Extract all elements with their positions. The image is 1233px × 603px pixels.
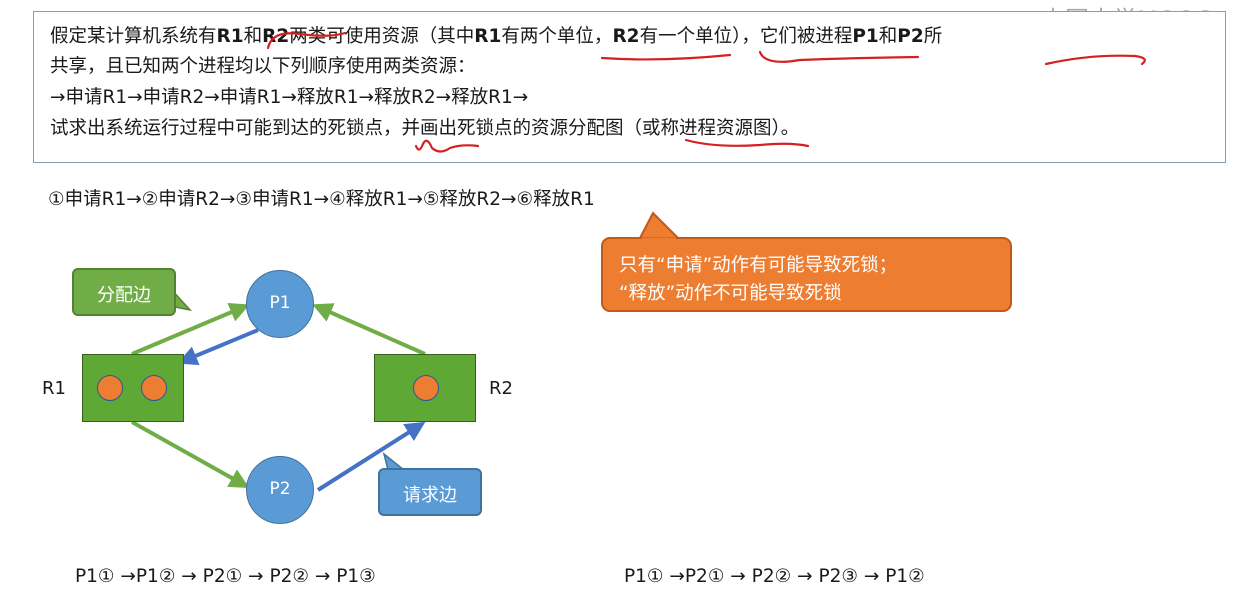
process-p1-label: P1 xyxy=(269,293,291,313)
underline-r1-two-units xyxy=(600,53,732,61)
text-seg: R2 xyxy=(612,26,640,47)
step-sequence: ①申请R1→②申请R2→③申请R1→④释放R1→⑤释放R2→⑥释放R1 xyxy=(48,189,595,210)
text-seg: 两类可使用资源（其中 xyxy=(289,26,475,47)
edge-r1-to-p2 xyxy=(131,420,250,488)
callout-tail xyxy=(638,211,681,239)
resource-unit xyxy=(97,375,123,401)
text-seg: 假定某计算机系统有 xyxy=(50,26,217,47)
problem-line-4: 试求出系统运行过程中可能到达的死锁点，并画出死锁点的资源分配图（或称进程资源图）… xyxy=(50,118,800,139)
underline-p1-p2 xyxy=(1044,54,1146,66)
underline-r1-r2 xyxy=(266,31,347,50)
red-annotations xyxy=(266,31,1146,153)
alloc-edge-label-text: 分配边 xyxy=(97,285,151,306)
resource-r1-node xyxy=(82,354,184,422)
process-p2-label: P2 xyxy=(269,479,291,499)
resource-r2-label: R2 xyxy=(489,378,513,399)
text-seg: 和 xyxy=(878,26,898,47)
problem-line-2: 共享，且已知两个进程均以下列顺序使用两类资源： xyxy=(50,56,476,77)
squiggle-deadlock-point xyxy=(414,139,480,153)
problem-box: 假定某计算机系统有R1和R2两类可使用资源（其中R1有两个单位，R2有一个单位）… xyxy=(33,11,1226,163)
resource-r1-label: R1 xyxy=(42,378,66,399)
sequence-left: P1① →P1② → P2① → P2② → P1③ xyxy=(75,566,376,587)
resource-unit xyxy=(413,375,439,401)
process-p1-node: P1 xyxy=(246,270,314,338)
edge-r2-to-p1 xyxy=(312,303,426,356)
resource-unit xyxy=(141,375,167,401)
resource-r2-node xyxy=(374,354,476,422)
text-seg: 有两个单位， xyxy=(501,26,613,47)
callout-line-2: “释放”动作不可能导致死锁 xyxy=(619,283,842,304)
problem-line-3: →申请R1→申请R2→申请R1→释放R1→释放R2→释放R1→ xyxy=(50,87,529,108)
sequence-right: P1① →P2① → P2② → P2③ → P1② xyxy=(624,566,925,587)
text-seg: R1 xyxy=(474,26,502,47)
process-p2-node: P2 xyxy=(246,456,314,524)
underline-r2-one-unit xyxy=(758,50,920,63)
alloc-edge-label: 分配边 xyxy=(72,268,176,316)
text-seg: 有一个单位），它们被进程 xyxy=(639,26,853,47)
edge-r1-to-p1 xyxy=(131,302,250,356)
callout-box: 只有“申请”动作有可能导致死锁； “释放”动作不可能导致死锁 xyxy=(601,237,1012,312)
text-seg: 和 xyxy=(243,26,263,47)
text-seg: P2 xyxy=(897,26,924,47)
callout-line-1: 只有“申请”动作有可能导致死锁； xyxy=(619,255,898,276)
text-seg: 所 xyxy=(923,26,943,47)
request-edge-label-text: 请求边 xyxy=(403,485,457,506)
request-edge-label: 请求边 xyxy=(378,468,482,516)
text-seg: P1 xyxy=(852,26,879,47)
text-seg: R1 xyxy=(216,26,244,47)
edge-p2-to-r2 xyxy=(316,421,426,492)
underline-resource-graph xyxy=(684,138,810,148)
edge-p1-to-r1 xyxy=(177,328,259,366)
